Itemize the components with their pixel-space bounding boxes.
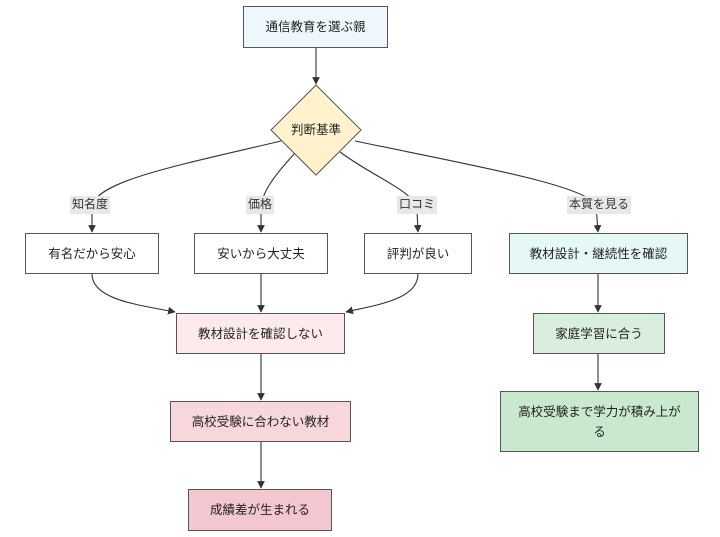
node-parent: 通信教育を選ぶ親 — [243, 6, 388, 48]
node-home: 家庭学習に合う — [533, 313, 665, 354]
edge-label-review: 口コミ — [397, 196, 438, 214]
edge-label-fame: 知名度 — [70, 196, 111, 214]
node-gap-label: 成績差が生まれる — [209, 502, 310, 518]
node-mismatch: 高校受験に合わない教材 — [170, 401, 351, 442]
edge-fame-nocheck — [91, 273, 176, 315]
node-review: 評判が良い — [364, 233, 472, 274]
node-nocheck: 教材設計を確認しない — [176, 313, 345, 354]
node-gap: 成績差が生まれる — [188, 489, 332, 531]
node-check-label: 教材設計・継続性を確認 — [529, 245, 668, 261]
edge-judge-review — [339, 151, 422, 233]
node-review-label: 評判が良い — [386, 245, 450, 261]
edge-label-price: 価格 — [246, 196, 275, 214]
node-home-label: 家庭学習に合う — [555, 325, 643, 341]
judge-diamond — [270, 84, 362, 176]
node-price: 安いから大丈夫 — [194, 233, 328, 274]
node-judge-label: 判断基準 — [290, 122, 341, 137]
node-price-label: 安いから大丈夫 — [217, 245, 305, 261]
edge-judge-fame — [88, 140, 282, 233]
node-fame: 有名だから安心 — [25, 233, 159, 274]
node-check: 教材設計・継続性を確認 — [509, 233, 688, 274]
node-rise: 高校受験まで学力が積み上がる — [500, 391, 699, 452]
node-fame-label: 有名だから安心 — [48, 245, 136, 261]
edge-judge-check — [354, 140, 602, 233]
node-nocheck-label: 教材設計を確認しない — [197, 325, 323, 341]
node-parent-label: 通信教育を選ぶ親 — [265, 19, 366, 35]
edge-review-nocheck — [345, 273, 419, 315]
edge-label-honshi: 本質を見る — [567, 196, 632, 214]
node-mismatch-label: 高校受験に合わない教材 — [191, 413, 330, 429]
node-rise-label: 高校受験まで学力が積み上がる — [518, 404, 681, 439]
edge-judge-price — [257, 151, 297, 233]
